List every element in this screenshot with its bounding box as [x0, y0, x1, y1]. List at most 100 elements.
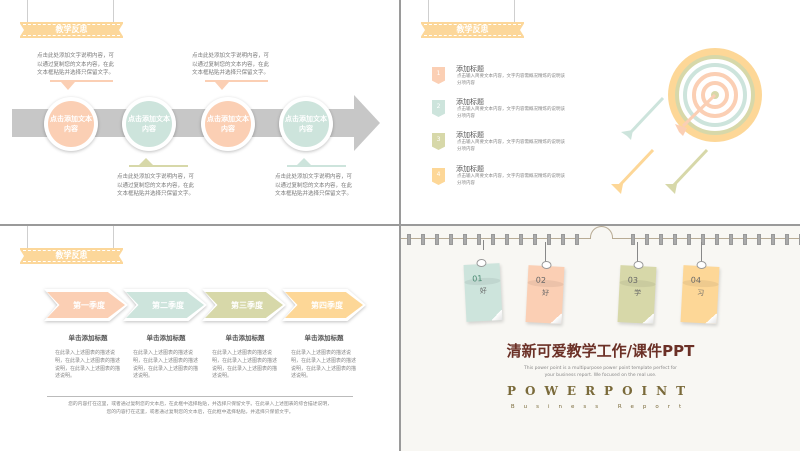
binder-ring: [575, 234, 579, 245]
note-char: 好: [479, 286, 488, 296]
sticky-note-4[interactable]: 04 习: [680, 260, 720, 324]
item-title-4: 添加标题: [456, 165, 484, 173]
binder-ring: [715, 234, 719, 245]
note-string: [545, 242, 546, 264]
timeline-node-1[interactable]: 点击添加文本内容: [44, 97, 98, 151]
subtitle-line2: your business report. We focused on the …: [544, 372, 657, 378]
sticky-note-3[interactable]: 03 学: [617, 260, 657, 324]
ribbon-label: 教学反思: [55, 25, 88, 34]
column-title-2: 单击添加标题: [146, 334, 186, 342]
note-bar: [50, 80, 113, 82]
note-text-2: 点击此处添加文字说明内容，可以通过复制您的文本内容，在此文本框粘贴并选择只保留文…: [117, 174, 195, 197]
binder-ring: [645, 234, 649, 245]
pointer-up: [139, 158, 153, 165]
slide-thumbnail-quarters[interactable]: 教学反思 第一季度 第二季度 第三季度 第四季度 单击添加标题 单击添加标题 单…: [0, 226, 399, 451]
hanging-string: [428, 0, 429, 22]
binder-ring: [631, 234, 635, 245]
note-hole: [696, 260, 707, 270]
binder-ring: [659, 234, 663, 245]
item-desc-2: 点击输入简要文本内容，文字内容需概况精炼的说明该分项内容: [457, 107, 565, 119]
ribbon-label: 教学反思: [55, 251, 88, 260]
binder-ring: [701, 234, 705, 245]
quarter-chevron-4[interactable]: 第四季度: [282, 289, 366, 321]
binder-ring: [547, 234, 551, 245]
note-bar: [205, 80, 268, 82]
column-title-3: 单击添加标题: [225, 334, 265, 342]
item-title-3: 添加标题: [456, 131, 484, 139]
slide-thumbnail-cover[interactable]: 01 好 02 好 03 学 04 习 清新可爱教学工作/课件PPT This …: [401, 226, 800, 451]
item-desc-4: 点击输入简要文本内容，文字内容需概况精炼的说明该分项内容: [457, 174, 565, 186]
number-badge-3: 3: [432, 133, 445, 150]
note-text-1: 点击此处添加文字说明内容，可以通过复制您的文本内容，在此文本框粘贴并选择只保留文…: [37, 53, 115, 76]
note-string: [483, 240, 484, 250]
footer-text-line2: 您的内容打在这里，或者通过复制您的文本后，在此框中选择粘贴，并选择只保留文字。: [106, 410, 294, 415]
binder-ring: [687, 234, 691, 245]
note-hole: [541, 260, 552, 270]
divider: [47, 396, 353, 397]
binder-ring: [407, 234, 411, 245]
note-hole: [633, 260, 644, 270]
hanging-string: [113, 226, 114, 248]
note-char: 学: [633, 288, 642, 298]
item-desc-3: 点击输入简要文本内容，文字内容需概况精炼的说明该分项内容: [457, 140, 565, 152]
hanging-string: [27, 226, 28, 248]
binder-ring: [757, 234, 761, 245]
quarter-chevron-3[interactable]: 第三季度: [202, 289, 286, 321]
column-desc-4: 在此录入上述图表的描述说明，在此录入上述图表的描述说明，在此录入上述图表的描述说…: [291, 350, 357, 380]
hanging-string: [514, 0, 515, 22]
column-title-4: 单击添加标题: [304, 334, 344, 342]
binder-ring: [519, 234, 523, 245]
number-badge-1: 1: [432, 67, 445, 84]
column-desc-3: 在此录入上述图表的描述说明，在此录入上述图表的描述说明，在此录入上述图表的描述说…: [212, 350, 278, 380]
timeline-node-3[interactable]: 点击添加文本内容: [201, 97, 255, 151]
note-number: 04: [690, 275, 702, 286]
note-number: 01: [472, 274, 483, 284]
note-bar: [129, 165, 188, 167]
timeline-node-2[interactable]: 点击添加文本内容: [122, 97, 176, 151]
quarter-chevron-1[interactable]: 第一季度: [44, 289, 128, 321]
binder-ring: [561, 234, 565, 245]
column-desc-1: 在此录入上述图表的描述说明，在此录入上述图表的描述说明，在此录入上述图表的描述说…: [55, 350, 121, 380]
note-char: 好: [541, 288, 550, 298]
target-icon: [611, 48, 762, 194]
note-text-3: 点击此处添加文字说明内容，可以通过复制您的文本内容，在此文本框粘贴并选择只保留文…: [192, 53, 270, 76]
section-ribbon: 教学反思: [19, 22, 124, 38]
slide-thumbnail-target[interactable]: 教学反思 1 添加标题 点击输入简要文本内容，文字内容需概况精炼的说明该分项内容…: [401, 0, 800, 224]
footer-text-line1: 您的内容打在这里，或者通过复制您的文本后，在此框中选择粘贴，并选择只保留文字。在…: [68, 402, 332, 407]
note-number: 03: [627, 275, 639, 286]
item-title-2: 添加标题: [456, 98, 484, 106]
cover-subtitle: This power point is a multipurpose power…: [501, 366, 700, 379]
number-badge-4: 4: [432, 168, 445, 185]
hanging-string: [27, 0, 28, 22]
section-ribbon: 教学反思: [19, 248, 124, 264]
note-string: [637, 242, 638, 264]
binder-ring: [771, 234, 775, 245]
binder-ring: [743, 234, 747, 245]
binder-ring: [463, 234, 467, 245]
ribbon-label: 教学反思: [456, 25, 489, 34]
note-string: [701, 242, 702, 264]
note-char: 习: [696, 288, 705, 298]
pointer-down: [61, 82, 75, 90]
section-ribbon: 教学反思: [420, 22, 525, 38]
brand-text: POWERPOINT: [506, 384, 695, 398]
binder-ring: [449, 234, 453, 245]
timeline-node-4[interactable]: 点击添加文本内容: [279, 97, 333, 151]
pointer-up: [297, 158, 311, 165]
binder-ring: [421, 234, 425, 245]
slide-thumbnail-timeline[interactable]: 教学反思 点击此处添加文字说明内容，可以通过复制您的文本内容，在此文本框粘贴并选…: [0, 0, 399, 224]
binder-ring: [729, 234, 733, 245]
binder-ring: [477, 234, 481, 245]
binder-ring: [533, 234, 537, 245]
binder-ring: [673, 234, 677, 245]
item-title-1: 添加标题: [456, 65, 484, 73]
number-badge-2: 2: [432, 100, 445, 117]
note-text-4: 点击此处添加文字说明内容，可以通过复制您的文本内容，在此文本框粘贴并选择只保留文…: [275, 174, 353, 197]
note-number: 02: [535, 275, 547, 286]
binder-ring: [505, 234, 509, 245]
sticky-note-2[interactable]: 02 好: [525, 260, 565, 324]
pointer-down: [215, 82, 229, 90]
quarter-chevron-2[interactable]: 第二季度: [123, 289, 207, 321]
sticky-note-1[interactable]: 01 好: [463, 258, 503, 322]
note-bar: [287, 165, 346, 167]
